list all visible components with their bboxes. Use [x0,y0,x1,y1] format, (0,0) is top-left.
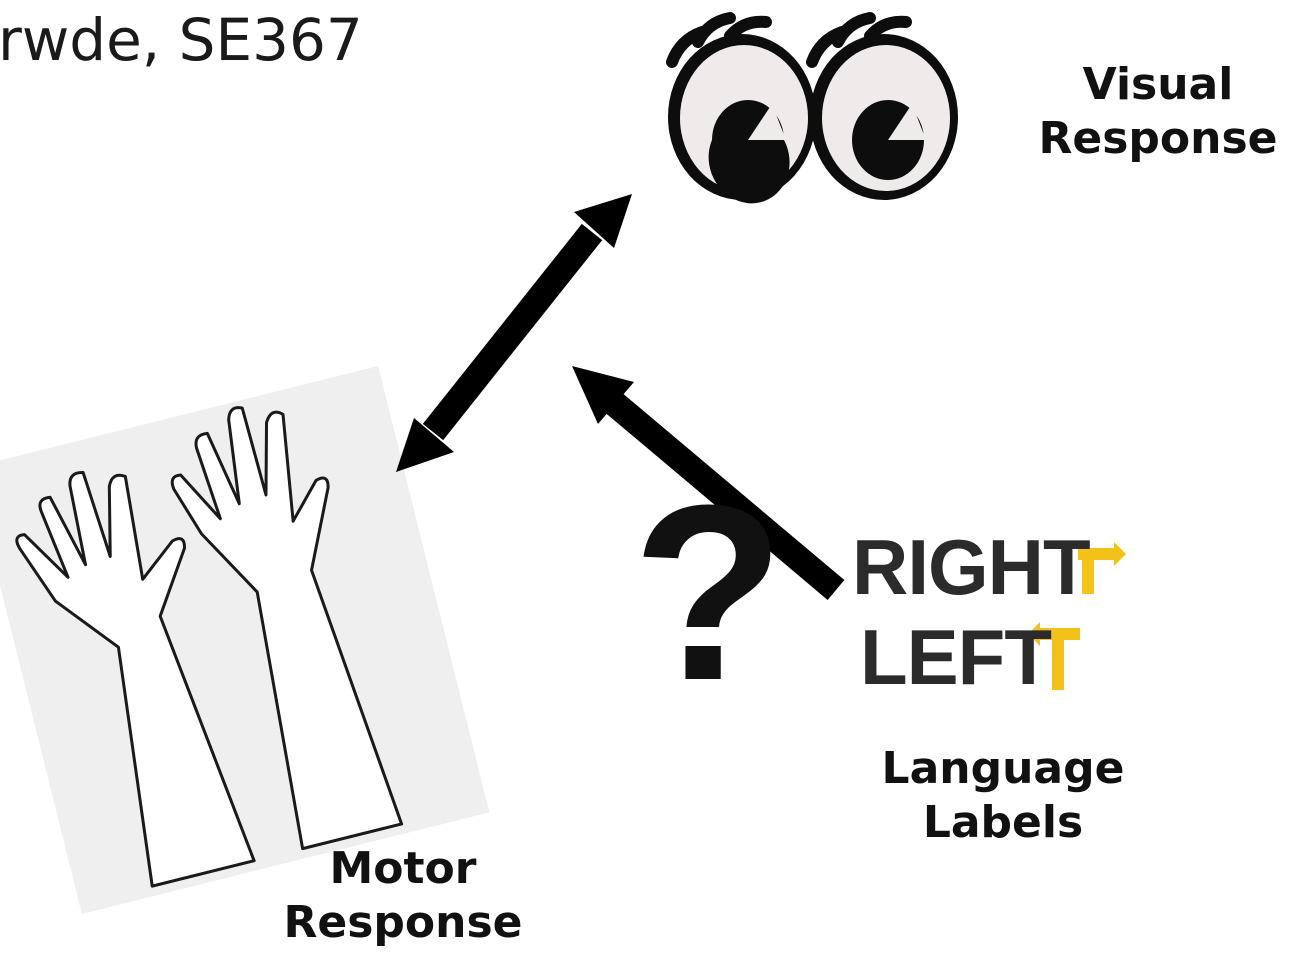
language-arrow [572,366,845,600]
language-labels-label: Language Labels [858,742,1148,849]
motor-response-label: Motor Response [258,842,548,949]
question-mark: ? [632,453,785,732]
visual-response-label: Visual Response [1020,58,1296,165]
cartoon-eyes-icon [666,12,958,204]
right-left-logo-accents [1028,542,1126,690]
visual-label-line2: Response [1038,112,1278,164]
visual-motor-arrow [396,194,632,472]
header-text: rwde, SE367 [0,6,363,74]
language-label-line2: Labels [922,796,1084,848]
logo-word-left: LEFT [860,613,1052,701]
motor-label-line2: Response [283,896,523,948]
raised-hands-outline-icon [0,366,490,914]
motor-label-line1: Motor [329,843,477,894]
language-label-line1: Language [881,743,1125,794]
logo-word-right: RIGHT [852,523,1091,611]
visual-label-line1: Visual [1082,59,1234,110]
